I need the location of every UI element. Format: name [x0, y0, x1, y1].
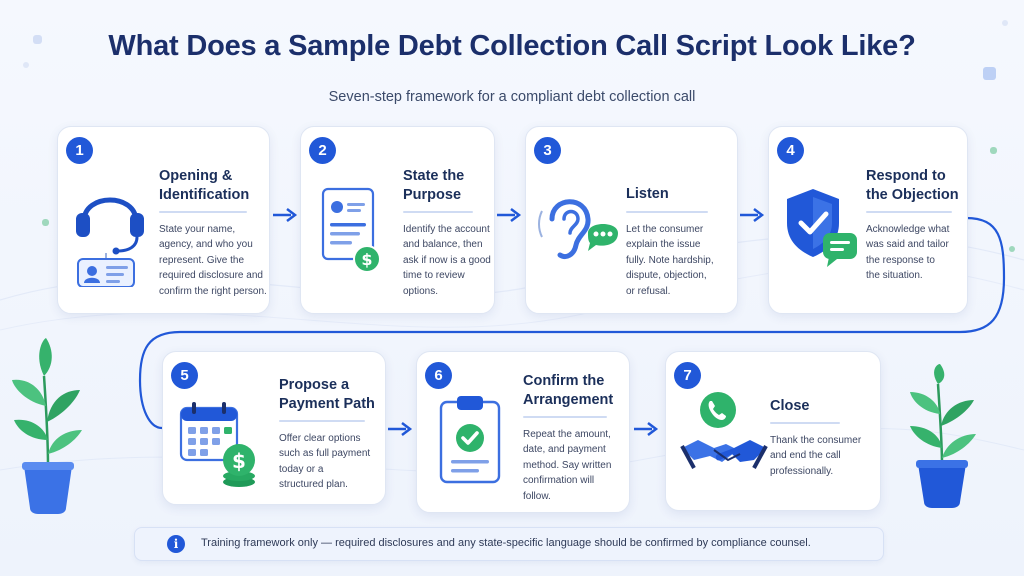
step-number: 6	[425, 362, 452, 389]
calendar-dollar-icon: $	[179, 402, 255, 487]
arrow-right-icon	[497, 208, 522, 222]
step-title: State the Purpose	[403, 168, 465, 203]
step-number: 4	[777, 137, 804, 164]
step-card-1: 1 Opening & Identification State your na…	[57, 126, 270, 314]
step-description: Repeat the amount, date, and payment met…	[523, 429, 612, 502]
step-title: Confirm the Arrangement	[523, 373, 614, 408]
shield-check-icon	[787, 189, 857, 267]
step-number: 2	[309, 137, 336, 164]
decor-square	[23, 62, 29, 68]
svg-text:$: $	[232, 449, 246, 473]
step-number: 1	[66, 137, 93, 164]
step-card-6: 6 Confirm the Arrangement Repeat the amo…	[416, 351, 630, 513]
decor-square	[990, 147, 997, 154]
arrow-right-icon	[634, 422, 659, 436]
step-divider	[626, 211, 708, 213]
step-card-3: 3 Listen Let the consumer explain the is…	[525, 126, 738, 314]
arrow-right-icon	[273, 208, 298, 222]
step-description: Acknowledge what was said and tailor the…	[866, 224, 950, 282]
disclaimer-banner: i Training framework only — required dis…	[134, 527, 884, 561]
step-divider	[523, 416, 607, 418]
decor-square	[33, 35, 42, 44]
page-subtitle: Seven-step framework for a compliant deb…	[328, 89, 696, 105]
decor-square	[1002, 20, 1008, 26]
plant-right-illustration	[910, 364, 976, 508]
step-divider	[866, 211, 952, 213]
svg-text:$: $	[361, 250, 372, 269]
phone-handshake-icon	[680, 392, 768, 469]
clipboard-check-icon	[439, 396, 501, 484]
info-icon: i	[167, 535, 185, 553]
step-description: Identify the account and balance, then a…	[403, 224, 491, 297]
step-description: Let the consumer explain the issue fully…	[626, 224, 714, 297]
decor-square	[42, 219, 49, 226]
document-dollar-icon: $	[321, 187, 381, 273]
step-divider	[403, 211, 473, 213]
step-divider	[279, 420, 365, 422]
plant-left-illustration	[12, 338, 82, 514]
step-card-5: 5 $ Propose a Payment Path Offer clear o…	[162, 351, 386, 505]
step-divider	[159, 211, 247, 213]
step-title: Listen	[626, 186, 669, 202]
step-title: Close	[770, 398, 810, 414]
step-title: Opening & Identification	[159, 168, 250, 203]
step-description: State your name, agency, and who you rep…	[159, 224, 267, 297]
step-number: 3	[534, 137, 561, 164]
ear-chat-icon	[538, 199, 618, 260]
arrow-right-icon	[740, 208, 765, 222]
step-number: 7	[674, 362, 701, 389]
decor-square	[1009, 246, 1015, 252]
step-number: 5	[171, 362, 198, 389]
step-description: Offer clear options such as full payment…	[279, 433, 371, 491]
step-card-4: 4 Respond to the Objection Acknowledge w…	[768, 126, 968, 314]
step-divider	[770, 422, 840, 424]
decor-square	[983, 67, 996, 80]
step-title: Propose a Payment Path	[279, 377, 375, 412]
step-description: Thank the consumer and end the call prof…	[770, 435, 862, 477]
arrow-right-icon	[388, 422, 413, 436]
disclaimer-text: Training framework only — required discl…	[201, 537, 811, 549]
page-title: What Does a Sample Debt Collection Call …	[108, 30, 916, 62]
headset-badge-icon	[76, 197, 144, 287]
step-title: Respond to the Objection	[866, 168, 959, 203]
step-card-2: 2 $ State the Purpose Identify the accou…	[300, 126, 495, 314]
step-card-7: 7 Close Thank the consumer and end the c…	[665, 351, 881, 511]
